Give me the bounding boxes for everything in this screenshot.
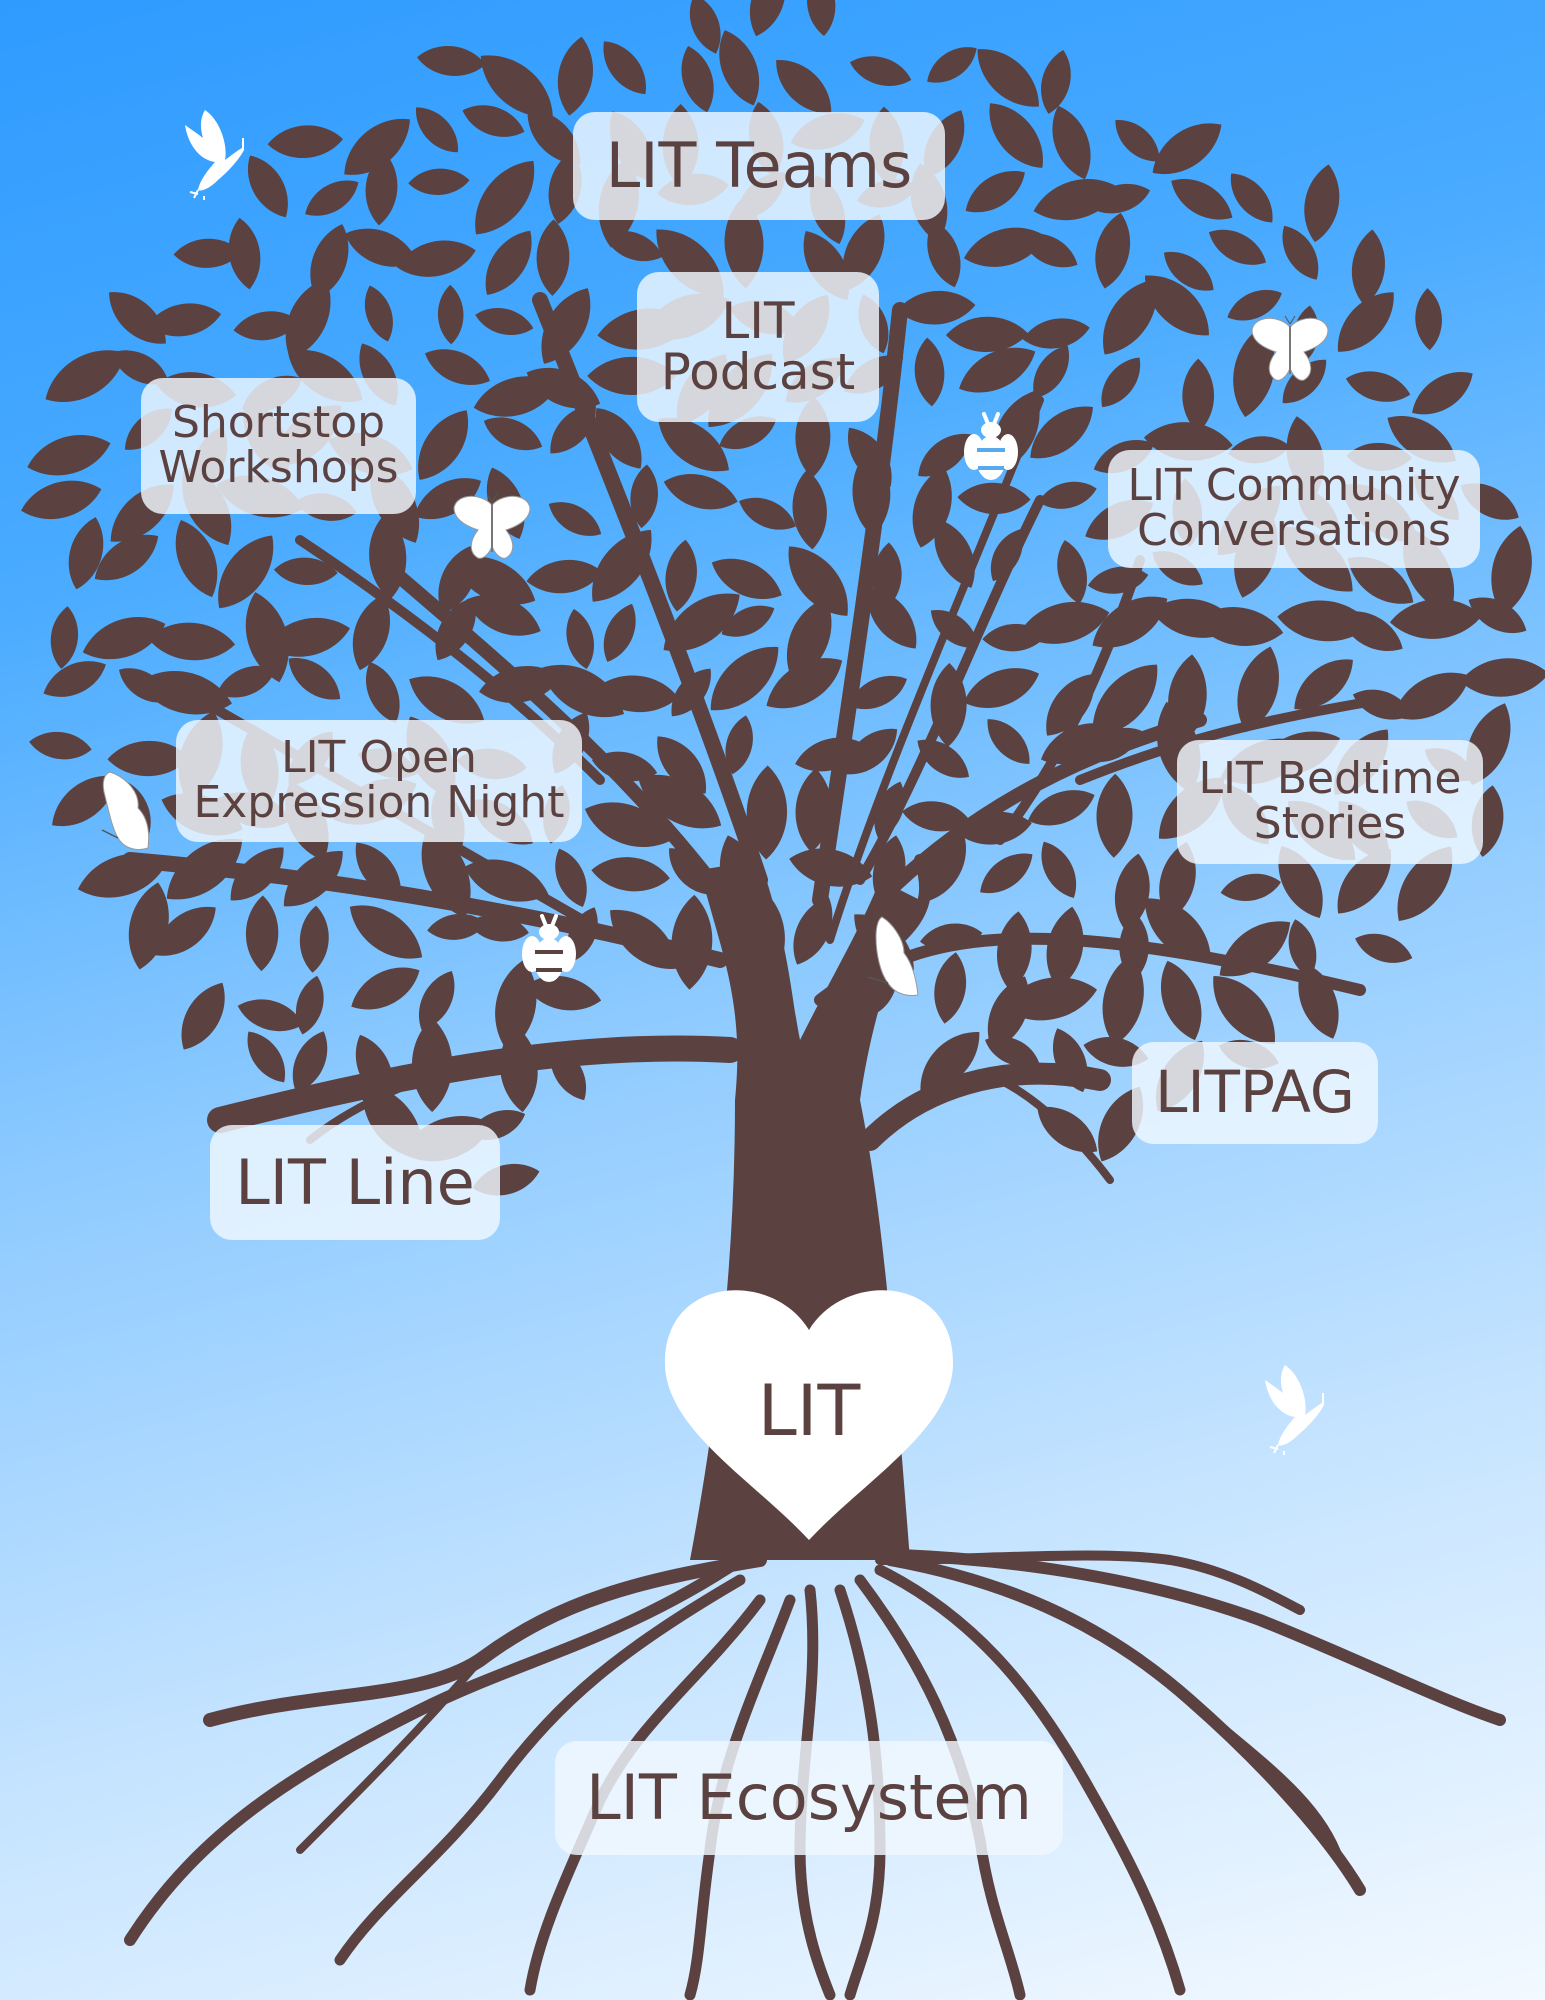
bee-icon	[522, 914, 576, 982]
butterfly-icon	[453, 493, 531, 559]
label-lit-line: LIT Line	[210, 1125, 500, 1240]
bird-icon	[185, 110, 244, 200]
bee-icon	[964, 412, 1018, 480]
label-lit-community-conversations: LIT Community Conversations	[1108, 450, 1480, 568]
label-lit-ecosystem: LIT Ecosystem	[555, 1741, 1063, 1855]
butterfly-icon	[867, 916, 919, 996]
heart-icon	[664, 1290, 954, 1540]
label-lit-open-expression-night: LIT Open Expression Night	[176, 720, 582, 842]
butterfly-icon	[101, 771, 150, 851]
bird-icon	[1265, 1365, 1324, 1455]
butterfly-icon	[1251, 315, 1329, 381]
label-litpag: LITPAG	[1132, 1042, 1378, 1144]
label-shortstop-workshops: Shortstop Workshops	[141, 378, 416, 514]
label-lit-teams: LIT Teams	[573, 112, 945, 220]
label-lit-bedtime-stories: LIT Bedtime Stories	[1177, 740, 1483, 864]
label-lit-podcast: LIT Podcast	[637, 272, 879, 422]
branches	[122, 292, 1385, 1184]
root-label-lit: LIT	[757, 1370, 861, 1452]
